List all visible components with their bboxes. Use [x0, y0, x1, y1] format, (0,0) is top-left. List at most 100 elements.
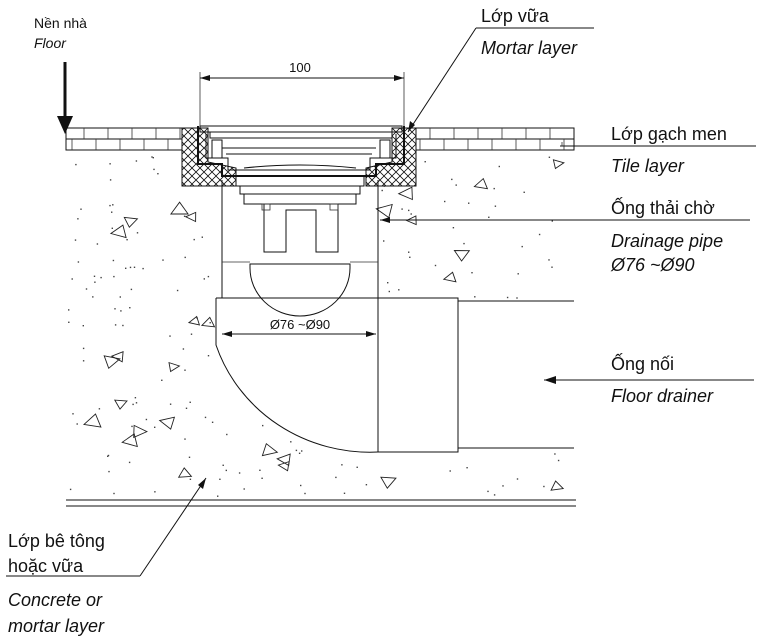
aggregate-triangle — [550, 480, 565, 491]
concrete-speck — [341, 464, 343, 466]
concrete-speck — [122, 324, 124, 327]
concrete-speck — [434, 264, 437, 267]
concrete-speck — [135, 402, 138, 404]
concrete-speck — [190, 333, 193, 335]
concrete-speck — [109, 163, 111, 165]
aggregate-triangle — [168, 361, 181, 373]
concrete-speck — [131, 425, 133, 428]
concrete-speck — [551, 266, 553, 268]
concrete-speck — [77, 218, 79, 220]
concrete-speck — [383, 240, 385, 242]
concrete-speck — [193, 238, 195, 241]
concrete-speck — [85, 288, 88, 290]
concrete-speck — [468, 202, 470, 204]
aggregate-triangle — [442, 271, 457, 283]
concrete-speck — [222, 464, 224, 466]
tile-label-vi: Lớp gạch men — [611, 124, 727, 144]
drain-body — [197, 125, 405, 317]
concrete-speck — [114, 308, 116, 310]
concrete-speck — [72, 413, 74, 415]
concrete-speck — [203, 278, 205, 280]
pipe-label-en: Drainage pipe — [611, 231, 723, 251]
concrete-speck — [136, 232, 139, 234]
concrete-speck — [551, 220, 553, 222]
concrete-speck — [209, 322, 211, 324]
aggregate-triangle — [261, 442, 279, 457]
concrete-speck — [409, 256, 411, 258]
aggregate-triangle — [276, 453, 291, 467]
concrete-speck — [466, 467, 468, 469]
concrete-speck — [517, 273, 519, 275]
concrete-speck — [424, 161, 426, 163]
concrete-speck — [548, 259, 550, 261]
concrete-speck — [498, 165, 500, 168]
concrete-speck — [161, 379, 163, 381]
concrete-label-en-2: mortar layer — [8, 616, 105, 636]
concrete-speck — [130, 288, 133, 291]
tile-layer — [65, 127, 575, 151]
concrete-speck — [74, 239, 77, 241]
aggregate-triangle — [473, 177, 489, 190]
concrete-speck — [493, 494, 496, 496]
concrete-speck — [68, 309, 70, 311]
concrete-speck — [521, 245, 523, 248]
concrete-speck — [238, 472, 241, 474]
concrete-speck — [94, 281, 96, 283]
concrete-speck — [410, 213, 412, 215]
concrete-speck — [77, 261, 80, 263]
concrete-label-vi-2: hoặc vữa — [8, 556, 84, 576]
concrete-speck — [80, 208, 82, 210]
concrete-speck — [119, 296, 121, 298]
dimension-pipe: Ø76 ~Ø90 — [222, 317, 376, 337]
concrete-speck — [356, 466, 358, 468]
concrete-speck — [183, 215, 186, 217]
concrete-speck — [243, 488, 245, 490]
drainer-label-en: Floor drainer — [611, 386, 714, 406]
concrete-texture — [68, 156, 565, 497]
concrete-speck — [100, 276, 102, 279]
concrete-label-en-1: Concrete or — [8, 590, 103, 610]
aggregate-triangle — [170, 201, 189, 215]
concrete-speck — [109, 179, 112, 181]
tile-label-en: Tile layer — [611, 156, 685, 176]
concrete-speck — [133, 266, 136, 268]
concrete-speck — [516, 297, 518, 299]
concrete-speck — [365, 484, 368, 486]
concrete-speck — [543, 485, 545, 488]
leader-lines — [6, 27, 756, 577]
dimension-top-text: 100 — [289, 60, 311, 75]
concrete-speck — [112, 204, 114, 206]
concrete-speck — [169, 403, 172, 405]
concrete-speck — [154, 491, 156, 493]
concrete-speck — [408, 209, 410, 212]
concrete-speck — [184, 438, 186, 440]
dimension-top: 100 — [199, 60, 405, 126]
aggregate-triangle — [380, 476, 397, 489]
concrete-speck — [463, 242, 465, 245]
concrete-speck — [182, 348, 185, 350]
concrete-speck — [487, 490, 489, 493]
concrete-speck — [201, 236, 203, 238]
concrete-speck — [75, 163, 77, 166]
concrete-speck — [474, 296, 476, 298]
concrete-speck — [301, 450, 303, 452]
aggregate-triangle — [121, 433, 138, 448]
pipe-label-vi: Ống thải chờ — [611, 197, 715, 218]
concrete-speck — [126, 239, 128, 241]
mortar-label-vi: Lớp vữa — [481, 6, 550, 26]
concrete-speck — [111, 227, 113, 229]
concrete-speck — [188, 456, 191, 458]
concrete-speck — [154, 426, 156, 428]
concrete-speck — [129, 266, 132, 269]
concrete-speck — [113, 275, 115, 278]
aggregate-triangle — [158, 416, 176, 430]
concrete-speck — [298, 452, 301, 454]
concrete-speck — [153, 168, 155, 171]
concrete-speck — [152, 157, 154, 159]
concrete-speck — [219, 478, 221, 480]
floor-label-vi: Nền nhà — [34, 15, 87, 31]
aggregate-triangle — [184, 211, 197, 223]
concrete-speck — [493, 187, 495, 190]
aggregate-triangle — [123, 216, 139, 228]
concrete-speck — [71, 278, 73, 280]
